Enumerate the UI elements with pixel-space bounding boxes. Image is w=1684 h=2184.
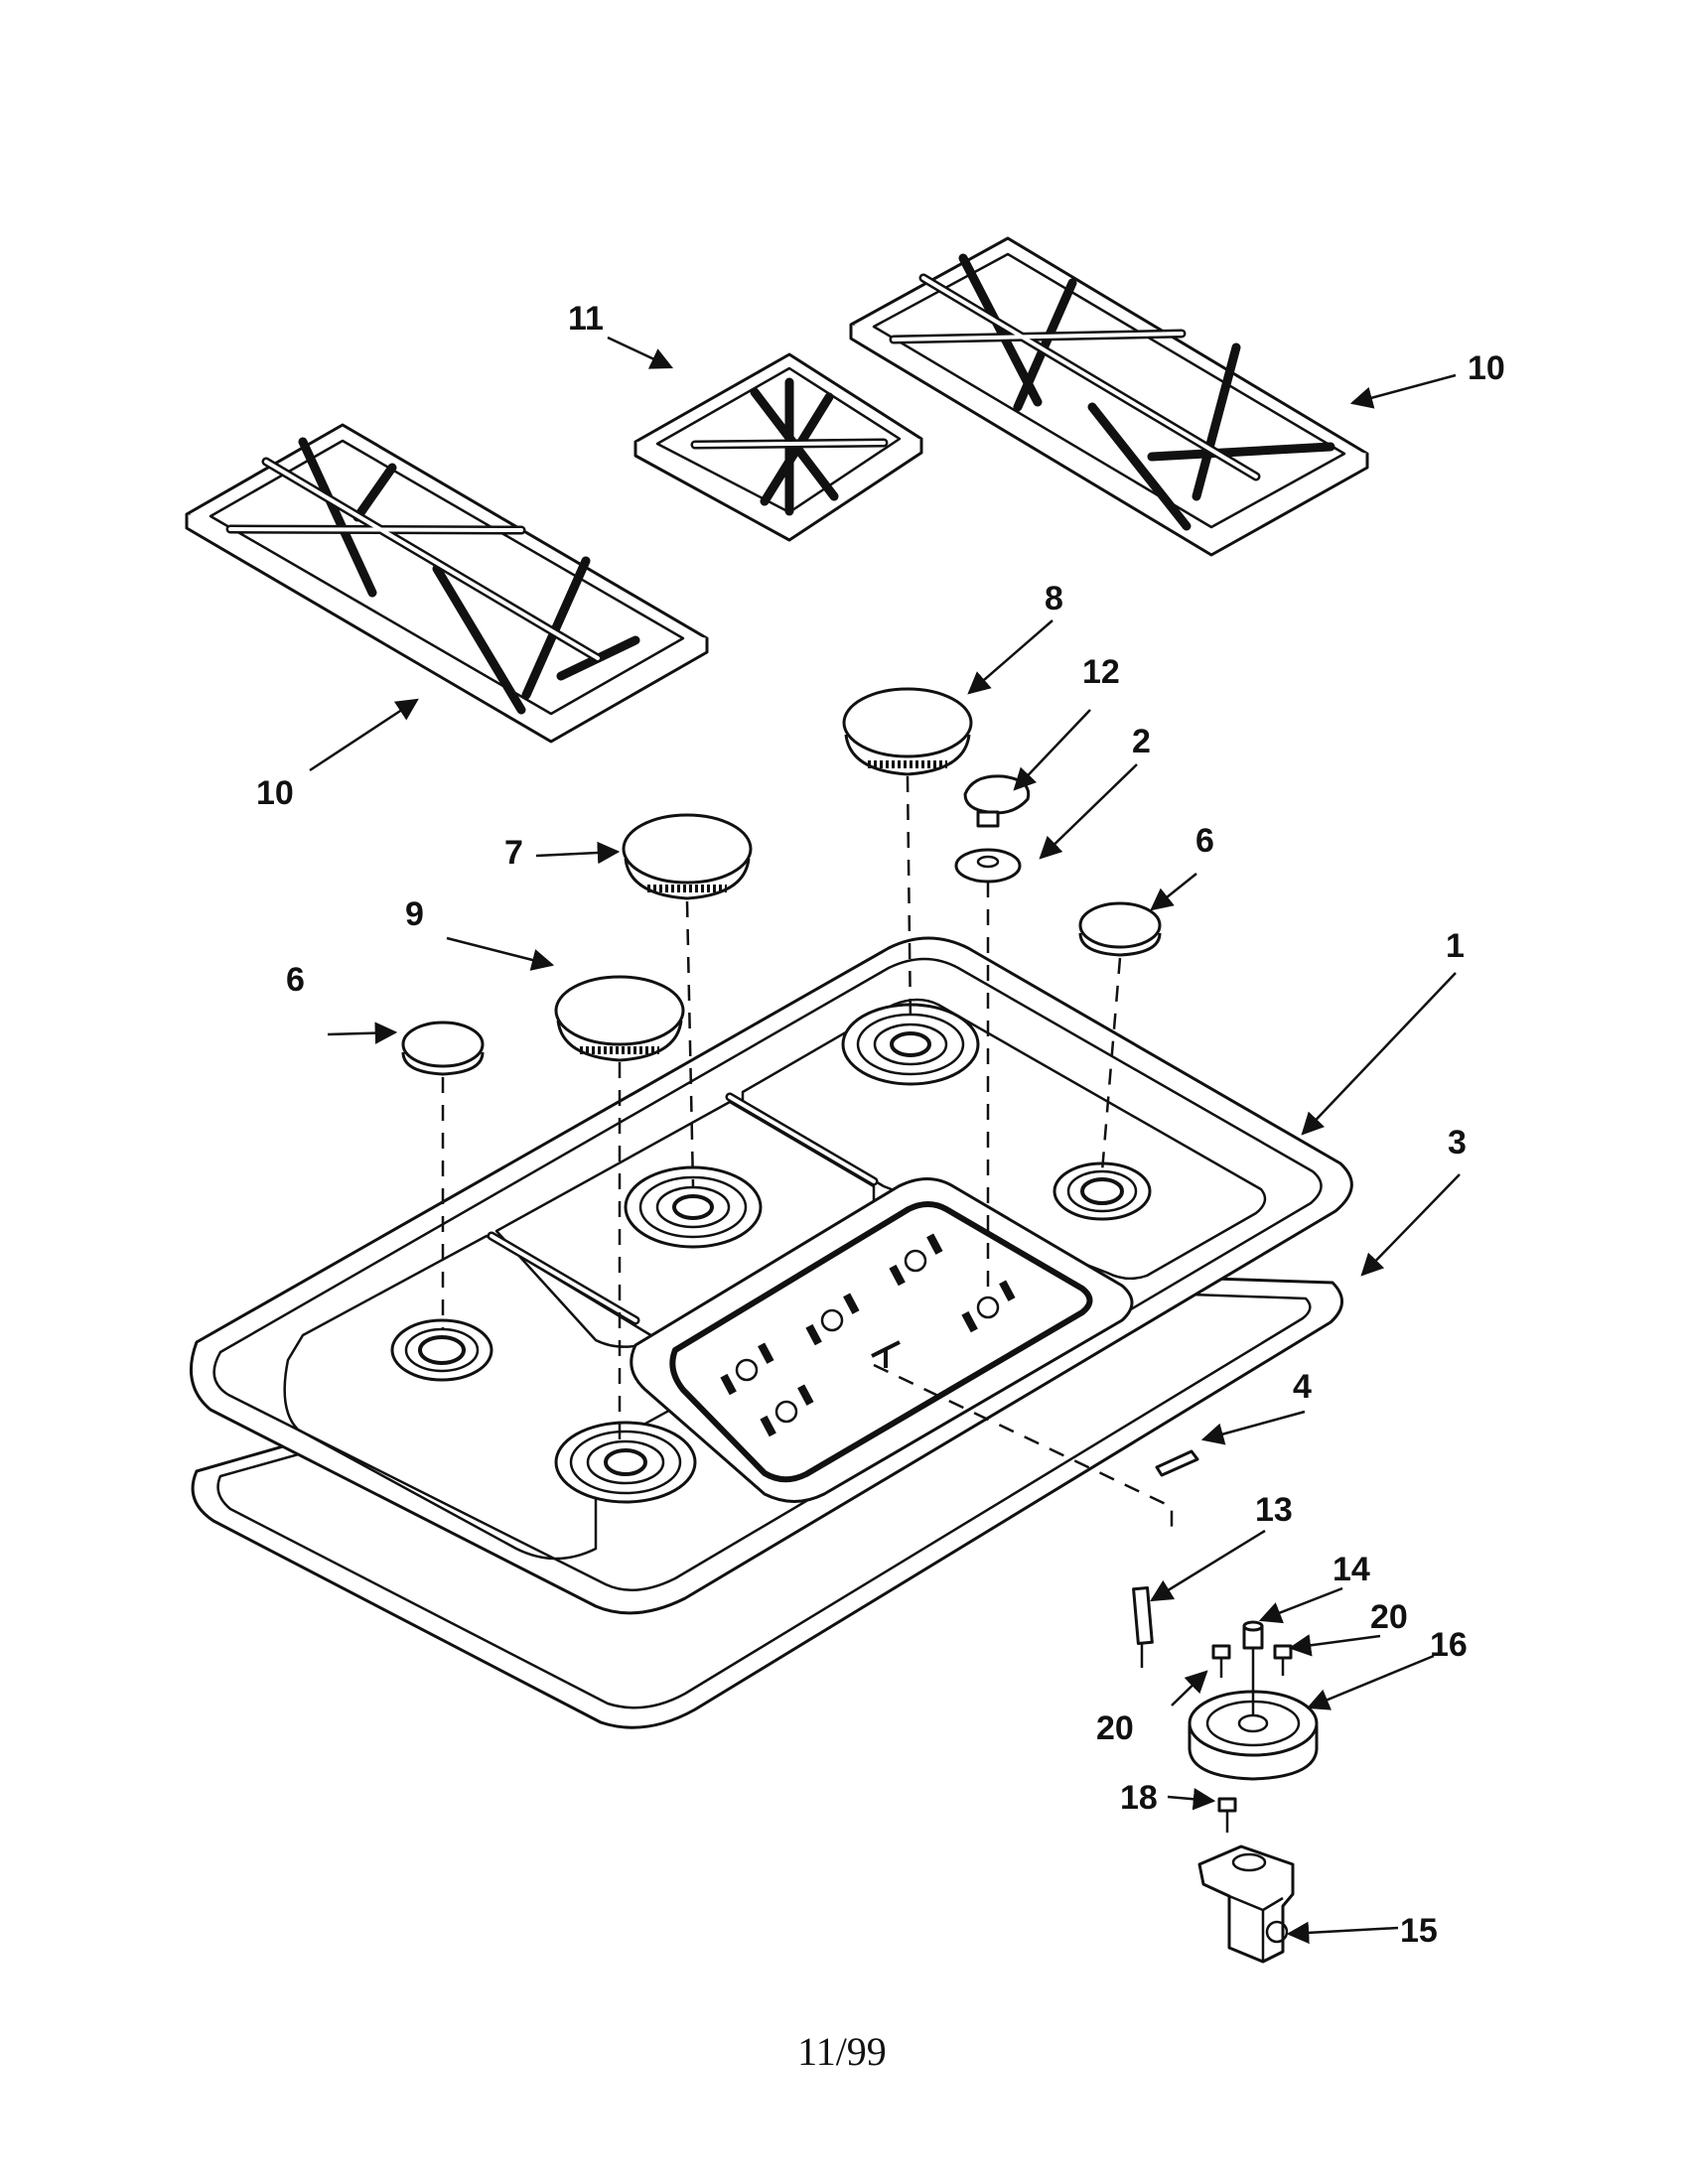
burner-cap-6-right (1078, 901, 1162, 957)
callout-9: 9 (405, 895, 424, 933)
callout-6-right: 6 (1195, 822, 1214, 860)
callout-15: 15 (1400, 1912, 1438, 1950)
clip-part-4 (1155, 1449, 1199, 1477)
screw-20-left (1211, 1644, 1231, 1678)
orifice-14 (1242, 1620, 1264, 1650)
burner-cap-7 (622, 813, 753, 900)
callout-8: 8 (1045, 580, 1063, 617)
callout-10-left: 10 (256, 774, 294, 812)
screw-18 (1217, 1797, 1237, 1833)
knob-bezel (954, 848, 1022, 884)
callout-10-right: 10 (1468, 349, 1505, 387)
burner-rear-right (1052, 1161, 1152, 1221)
burner-base-16 (1188, 1648, 1319, 1781)
callout-6-left: 6 (286, 961, 305, 999)
burner-front-left (390, 1318, 493, 1382)
callout-2: 2 (1132, 723, 1151, 760)
burner-front-center (554, 1421, 697, 1504)
control-knob (963, 774, 1031, 828)
callout-18: 18 (1120, 1779, 1158, 1817)
callout-7: 7 (504, 834, 523, 872)
igniter-electrode (1132, 1585, 1154, 1668)
callout-3: 3 (1448, 1124, 1467, 1161)
control-panel (630, 1177, 1134, 1503)
right-burner-grate (849, 236, 1369, 557)
left-burner-grate (185, 423, 709, 744)
burner-cap-6-left (401, 1021, 485, 1076)
callout-labels: 11 10 10 8 12 2 6 7 9 6 1 3 4 13 14 20 1… (256, 300, 1505, 1950)
callout-20-right: 20 (1370, 1598, 1408, 1636)
burner-rear-center (841, 1003, 980, 1086)
screw-20-right (1273, 1644, 1293, 1676)
callout-14: 14 (1333, 1551, 1370, 1588)
callout-20-left: 20 (1096, 1709, 1134, 1747)
revision-date: 11/99 (797, 2029, 887, 2074)
burner-middle (624, 1165, 763, 1249)
callout-leaders (309, 336, 1461, 1945)
callout-1: 1 (1446, 927, 1465, 965)
callout-11: 11 (568, 300, 604, 338)
knob-hole-icons (720, 1233, 1016, 1437)
callout-12: 12 (1082, 653, 1120, 691)
alignment-lines (441, 775, 1174, 1529)
valve-bracket-15 (1197, 1844, 1295, 1964)
callout-16: 16 (1430, 1626, 1468, 1664)
burner-cap-9 (554, 975, 685, 1062)
callout-4: 4 (1293, 1368, 1312, 1406)
burner-cap-8 (842, 687, 973, 776)
callout-13: 13 (1255, 1491, 1293, 1529)
center-burner-grate (633, 352, 923, 542)
